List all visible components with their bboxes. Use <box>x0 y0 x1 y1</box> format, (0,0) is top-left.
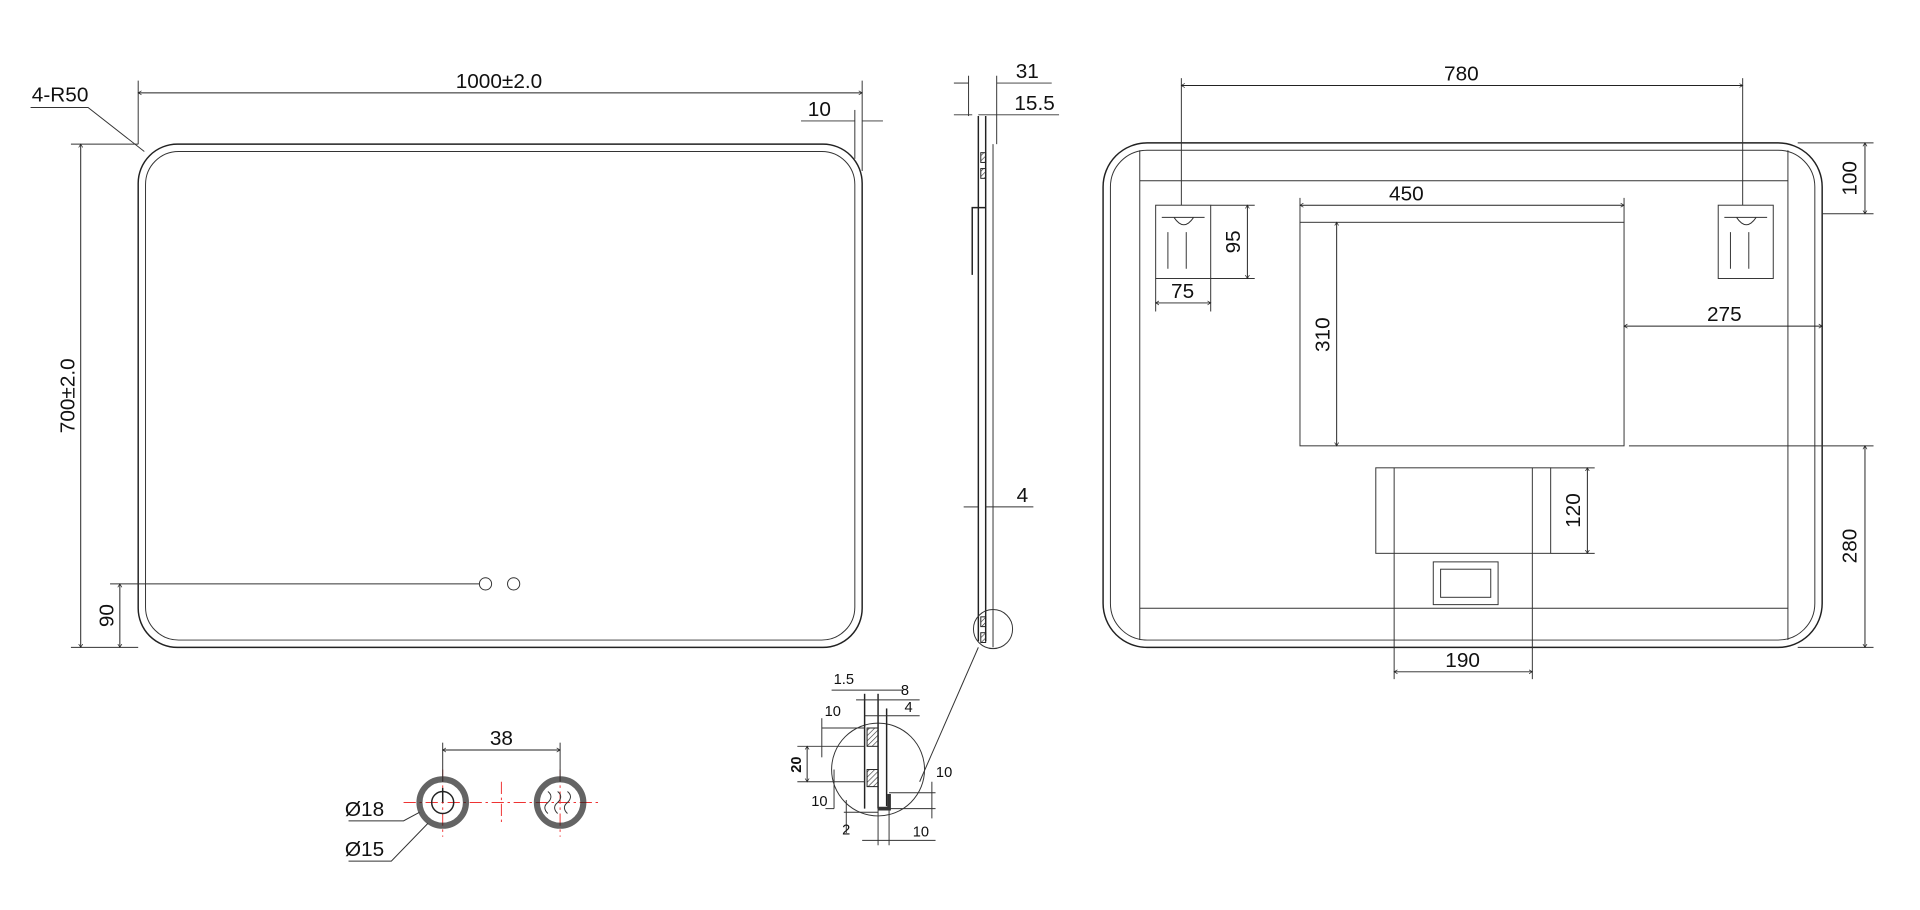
back-view: 780 450 95 75 310 275 100 280 120 190 <box>1102 63 1874 680</box>
detail-dim-10d: 10 <box>913 825 929 841</box>
radius-label: 4-R50 <box>32 83 89 106</box>
inner-diameter-label: Ø15 <box>345 838 384 861</box>
hanger-height-label: 95 <box>1222 230 1245 253</box>
mirror-outline <box>137 143 863 649</box>
detail-marker <box>972 609 1014 650</box>
hanger-left <box>1155 204 1212 279</box>
connector <box>1432 561 1499 606</box>
depth-total-label: 31 <box>1016 60 1039 83</box>
panel-width-label: 450 <box>1389 182 1424 205</box>
side-view: 31 15.5 4 <box>919 60 1060 782</box>
hanger-spacing-label: 780 <box>1444 63 1479 86</box>
button-height-label: 90 <box>96 604 119 627</box>
button-spacing-label: 38 <box>490 727 513 750</box>
height-label: 700±2.0 <box>57 358 80 433</box>
depth-bracket-label: 15.5 <box>1014 92 1054 115</box>
power-button-icon <box>478 577 493 591</box>
detail-dim-20: 20 <box>789 756 805 772</box>
top-offset-label: 100 <box>1838 161 1861 196</box>
detail-dim-10a: 10 <box>825 704 841 720</box>
detail-dim-2: 2 <box>842 822 850 838</box>
hanger-width-label: 75 <box>1171 280 1194 303</box>
panel-bottom-label: 280 <box>1838 529 1861 564</box>
panel-height-label: 310 <box>1311 317 1334 352</box>
driver-height-label: 120 <box>1562 493 1585 528</box>
edge-inset-label: 10 <box>808 98 831 121</box>
detail-dim-10c: 10 <box>936 765 952 781</box>
driver-width-label: 190 <box>1445 649 1480 672</box>
panel-side-label: 275 <box>1707 303 1742 326</box>
mirror-inner-edge <box>145 150 856 641</box>
detail-dim-8: 8 <box>901 683 909 699</box>
detail-dim-1-5: 1.5 <box>834 672 854 688</box>
detail-view: 1.5 8 4 10 20 10 2 10 10 <box>789 672 952 846</box>
buttons-detail: 38 Ø18 Ø15 <box>345 727 600 862</box>
hanger-right <box>1717 204 1774 279</box>
back-panel <box>1299 221 1625 447</box>
defog-button-icon <box>507 577 521 591</box>
detail-dim-4: 4 <box>905 700 913 716</box>
width-label: 1000±2.0 <box>456 70 543 93</box>
detail-dim-10b: 10 <box>811 794 827 810</box>
glass-thickness-label: 4 <box>1017 484 1029 507</box>
driver-box <box>1375 467 1552 554</box>
front-view: 1000±2.0 10 4-R50 700±2.0 90 <box>30 70 883 649</box>
outer-diameter-label: Ø18 <box>345 798 384 821</box>
